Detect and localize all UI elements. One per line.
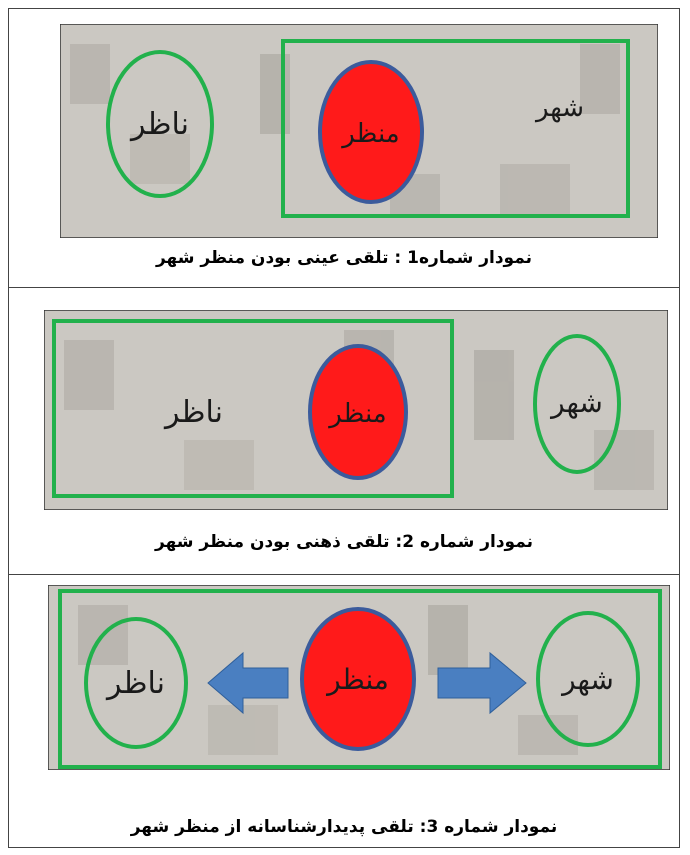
observer-label: ناظر [105,666,165,701]
city-ellipse [533,334,621,474]
diagram-2: ناظر منظر شهر [44,310,668,510]
observer-rectangle [52,319,454,498]
city-label: شهر [549,386,603,419]
caption-3: نمودار شماره 3: تلقی پدیدارشناسانه از من… [130,817,558,837]
observer-label: ناظر [163,395,223,430]
figure-frame [8,8,680,848]
landscape-label: منظر [327,399,386,429]
observer-ellipse [84,617,188,749]
divider-2 [8,574,680,575]
observer-label: ناظر [129,107,189,142]
diagram-3: ناظر منظر شهر [48,585,670,770]
landscape-ellipse [318,60,424,204]
arrow-right-icon [437,651,527,715]
landscape-label: منظر [325,663,389,696]
city-rectangle [58,589,662,769]
landscape-ellipse [300,607,416,751]
divider-1 [8,287,680,288]
landscape-label: منظر [340,119,399,149]
city-label: شهر [534,93,584,123]
city-rectangle [281,39,630,218]
caption-1: نمودار شماره1 : تلقی عینی بودن منظر شهر [155,248,532,268]
caption-2: نمودار شماره 2: تلقی ذهنی بودن منظر شهر [155,532,533,552]
observer-ellipse [106,50,214,198]
diagram-1: ناظر منظر شهر [60,24,658,238]
city-label: شهر [560,663,614,696]
landscape-ellipse [308,344,408,480]
arrow-left-icon [207,651,289,715]
city-ellipse [536,611,640,747]
